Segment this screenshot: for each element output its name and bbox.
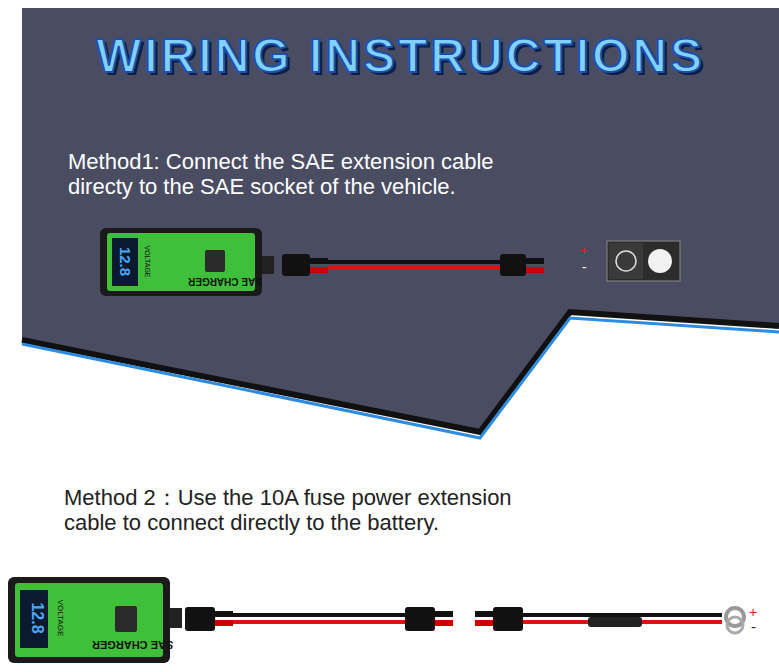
method-text: Method1: Connect the SAE extension cable… xyxy=(68,150,548,199)
polarity-mark: + xyxy=(580,244,588,257)
charger-device xyxy=(8,577,182,663)
panel-edge xyxy=(22,318,779,438)
polarity-mark: + xyxy=(749,605,757,619)
device-label: SAE CHARGER xyxy=(92,639,173,650)
sae-socket xyxy=(607,241,680,281)
device-label: VOLTAGE xyxy=(56,600,64,637)
display-reading: 12.8 xyxy=(29,602,45,633)
display-reading: 12.8 xyxy=(118,247,133,276)
sae-cable xyxy=(282,254,544,276)
method-text: Method 2：Use the 10A fuse power extensio… xyxy=(64,486,544,535)
polarity-mark: - xyxy=(582,260,587,274)
sae-cable xyxy=(185,607,453,631)
polarity-mark: - xyxy=(751,619,756,634)
device-label: VOLTAGE xyxy=(144,245,151,277)
fuse-cable xyxy=(475,607,744,633)
charger-device xyxy=(100,228,274,296)
page-title: WIRING INSTRUCTIONS xyxy=(22,28,779,83)
panel-shadow xyxy=(22,312,779,432)
device-label: SAE CHARGER xyxy=(188,276,262,286)
